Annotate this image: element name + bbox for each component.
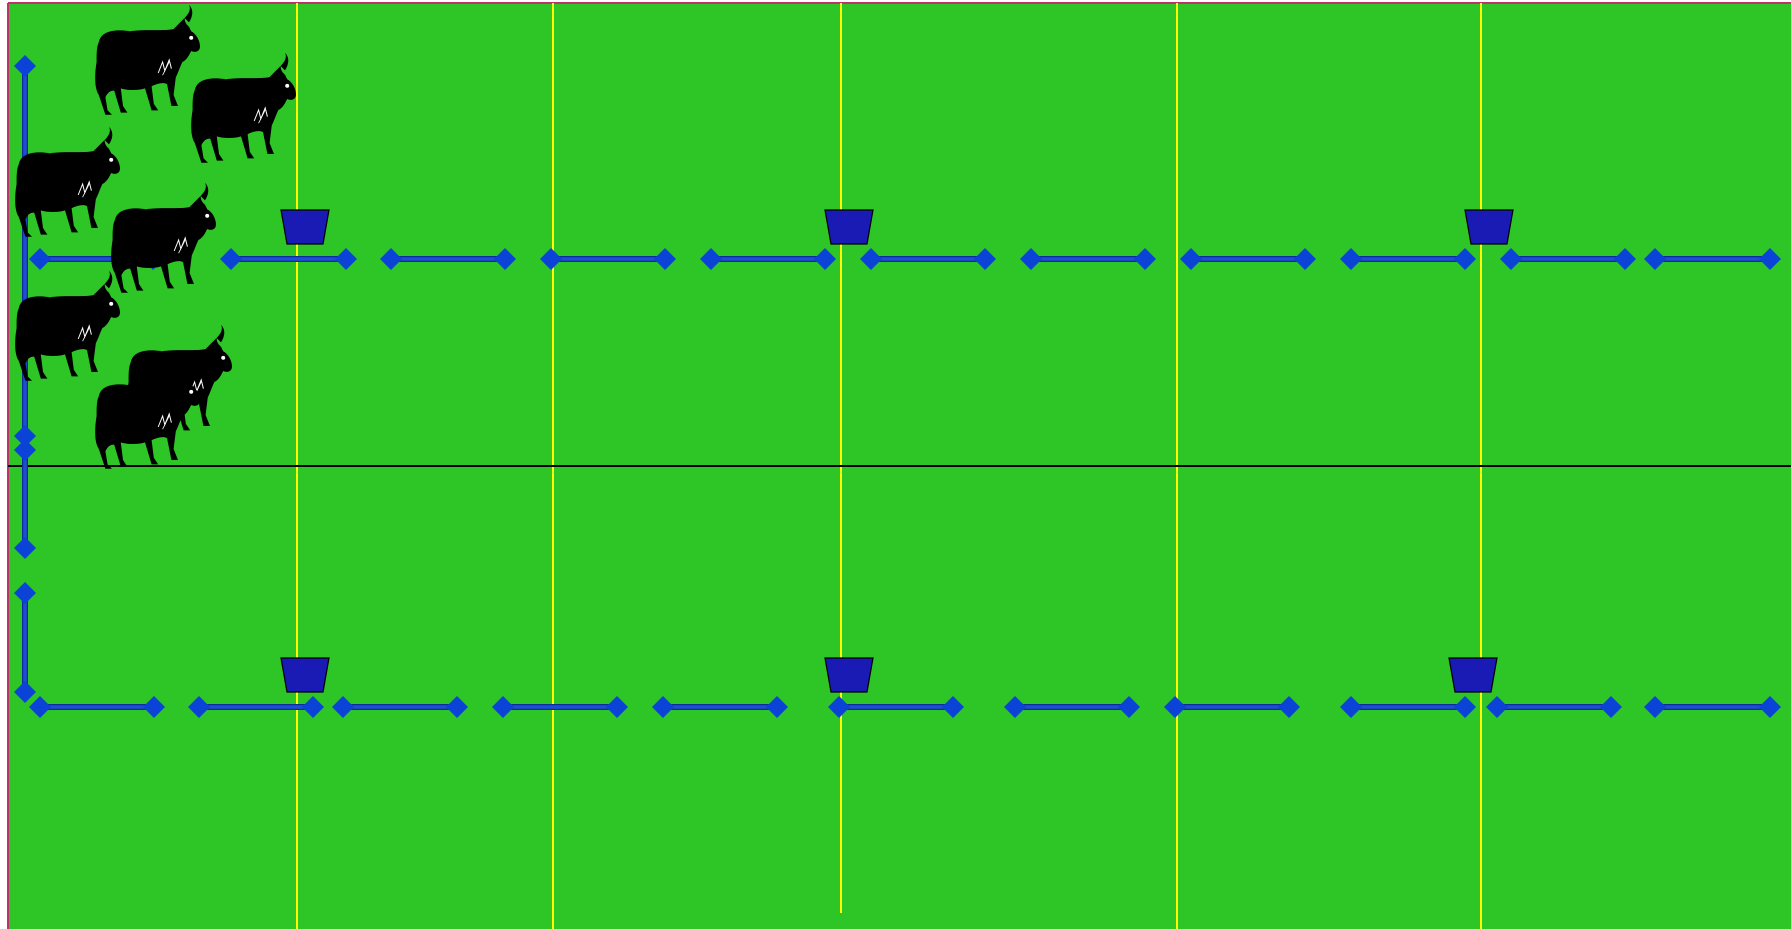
feed-bin-icon[interactable]: [825, 210, 873, 244]
feed-bin-icon[interactable]: [1449, 658, 1497, 692]
feed-bin-icon[interactable]: [281, 658, 329, 692]
feed-bin-icon[interactable]: [825, 658, 873, 692]
feed-bin-icon[interactable]: [1465, 210, 1513, 244]
feed-bin-icon[interactable]: [281, 210, 329, 244]
